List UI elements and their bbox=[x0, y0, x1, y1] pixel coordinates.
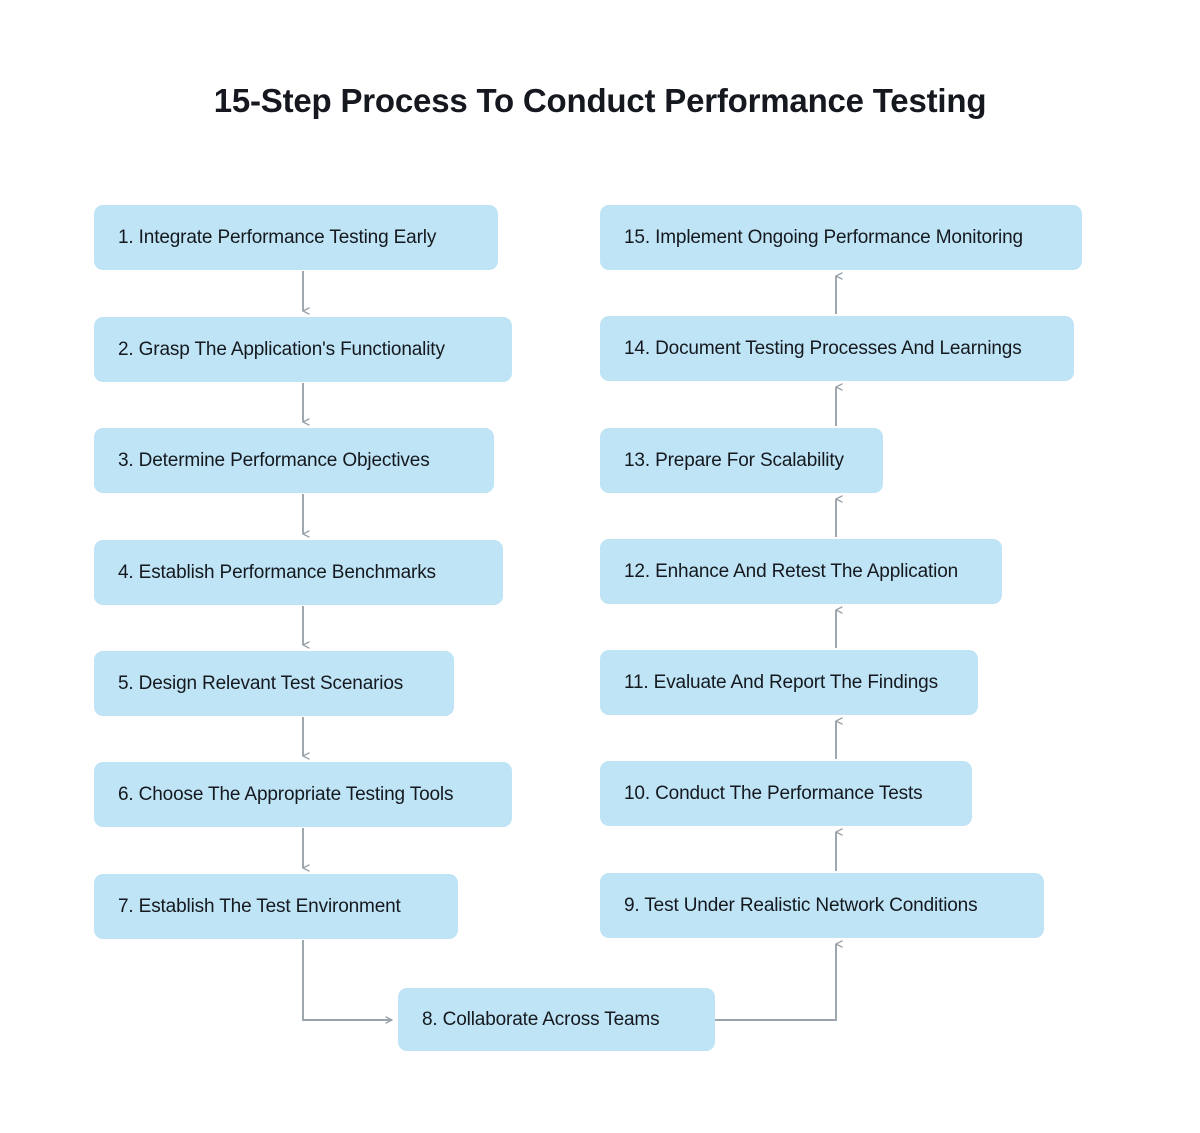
step-node-3[interactable]: 3. Determine Performance Objectives bbox=[94, 428, 494, 493]
step-label: 3. Determine Performance Objectives bbox=[118, 449, 430, 471]
step-node-12[interactable]: 12. Enhance And Retest The Application bbox=[600, 539, 1002, 604]
step-label: 5. Design Relevant Test Scenarios bbox=[118, 672, 404, 694]
connector-8-to-9 bbox=[715, 940, 843, 1021]
step-label: 1. Integrate Performance Testing Early bbox=[118, 226, 437, 248]
step-label: 11. Evaluate And Report The Findings bbox=[624, 671, 938, 693]
step-label: 4. Establish Performance Benchmarks bbox=[118, 561, 436, 583]
step-node-13[interactable]: 13. Prepare For Scalability bbox=[600, 428, 883, 493]
step-label: 9. Test Under Realistic Network Conditio… bbox=[624, 894, 978, 916]
step-label: 12. Enhance And Retest The Application bbox=[624, 560, 959, 582]
step-node-9[interactable]: 9. Test Under Realistic Network Conditio… bbox=[600, 873, 1044, 938]
step-label: 7. Establish The Test Environment bbox=[118, 895, 401, 917]
step-node-4[interactable]: 4. Establish Performance Benchmarks bbox=[94, 540, 503, 605]
step-node-5[interactable]: 5. Design Relevant Test Scenarios bbox=[94, 651, 454, 716]
page-title: 15-Step Process To Conduct Performance T… bbox=[213, 82, 987, 119]
step-node-2[interactable]: 2. Grasp The Application's Functionality bbox=[94, 317, 512, 382]
step-label: 8. Collaborate Across Teams bbox=[422, 1008, 660, 1030]
step-label: 2. Grasp The Application's Functionality bbox=[118, 338, 445, 360]
step-node-1[interactable]: 1. Integrate Performance Testing Early bbox=[94, 205, 498, 270]
step-node-6[interactable]: 6. Choose The Appropriate Testing Tools bbox=[94, 762, 512, 827]
step-node-8[interactable]: 8. Collaborate Across Teams bbox=[398, 988, 715, 1051]
step-node-11[interactable]: 11. Evaluate And Report The Findings bbox=[600, 650, 978, 715]
step-label: 15. Implement Ongoing Performance Monito… bbox=[624, 226, 1023, 248]
step-label: 14. Document Testing Processes And Learn… bbox=[624, 337, 1022, 359]
connector-7-to-8 bbox=[302, 940, 393, 1024]
step-node-14[interactable]: 14. Document Testing Processes And Learn… bbox=[600, 316, 1074, 381]
step-node-15[interactable]: 15. Implement Ongoing Performance Monito… bbox=[600, 205, 1082, 270]
step-label: 13. Prepare For Scalability bbox=[624, 449, 844, 471]
step-label: 6. Choose The Appropriate Testing Tools bbox=[118, 783, 454, 805]
step-label: 10. Conduct The Performance Tests bbox=[624, 782, 923, 804]
step-node-7[interactable]: 7. Establish The Test Environment bbox=[94, 874, 458, 939]
step-node-10[interactable]: 10. Conduct The Performance Tests bbox=[600, 761, 972, 826]
